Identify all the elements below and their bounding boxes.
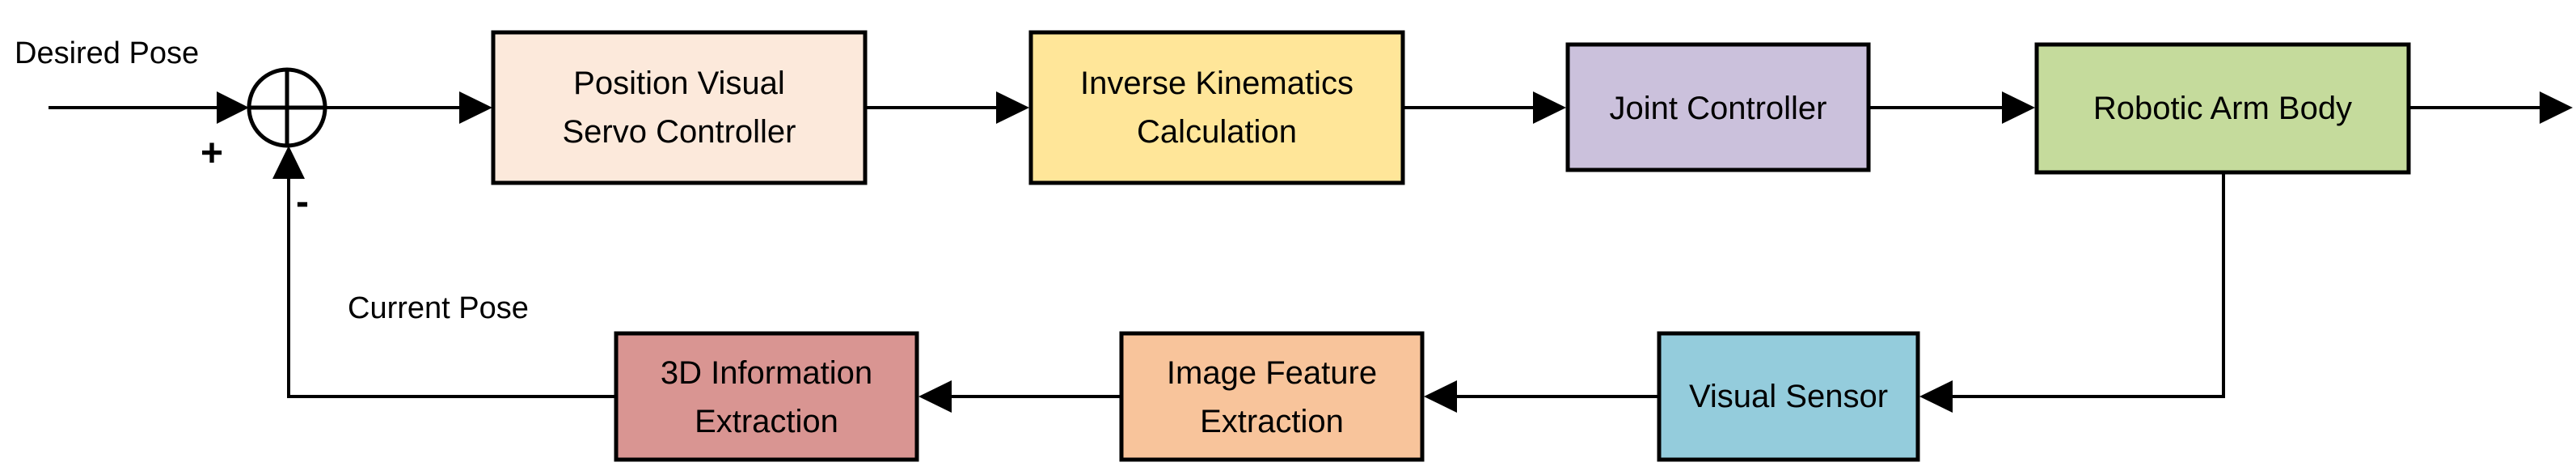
robotic-arm-line1: Robotic Arm Body: [2093, 91, 2352, 126]
block-image-feature-extraction: Image Feature Extraction: [1119, 331, 1425, 462]
inverse-kinematics-box: [1028, 30, 1405, 185]
block-robotic-arm-body: Robotic Arm Body: [2034, 42, 2411, 175]
joint-controller-line1: Joint Controller: [1609, 91, 1826, 126]
robotic-arm-box: [2034, 42, 2411, 175]
visual-sensor-box: [1657, 331, 1920, 462]
current-pose-label: Current Pose: [348, 291, 529, 325]
info-3d-line1: 3D Information: [661, 355, 872, 391]
minus-sign-label: -: [296, 180, 309, 223]
inverse-kinematics-line2: Calculation: [1137, 114, 1297, 150]
summing-junction: [247, 67, 327, 148]
image-feature-line2: Extraction: [1200, 404, 1344, 439]
info-3d-box: [614, 331, 919, 462]
block-3d-information-extraction: 3D Information Extraction: [614, 331, 919, 462]
feedback-path-wires: [272, 146, 2225, 413]
plus-sign-label: +: [201, 132, 223, 175]
inverse-kinematics-line1: Inverse Kinematics: [1080, 66, 1353, 101]
visual-sensor-line1: Visual Sensor: [1689, 379, 1888, 414]
info-3d-line2: Extraction: [695, 404, 838, 439]
position-controller-line1: Position Visual: [573, 66, 785, 101]
block-visual-sensor: Visual Sensor: [1657, 331, 1920, 462]
joint-controller-box: [1565, 42, 1871, 172]
position-controller-box: [491, 30, 868, 185]
forward-path-wires: [49, 91, 2573, 124]
block-inverse-kinematics: Inverse Kinematics Calculation: [1028, 30, 1405, 185]
block-position-visual-servo-controller: Position Visual Servo Controller: [491, 30, 868, 185]
position-controller-line2: Servo Controller: [562, 114, 796, 150]
image-feature-box: [1119, 331, 1425, 462]
image-feature-line1: Image Feature: [1167, 355, 1377, 391]
block-joint-controller: Joint Controller: [1565, 42, 1871, 172]
desired-pose-label: Desired Pose: [15, 36, 199, 70]
